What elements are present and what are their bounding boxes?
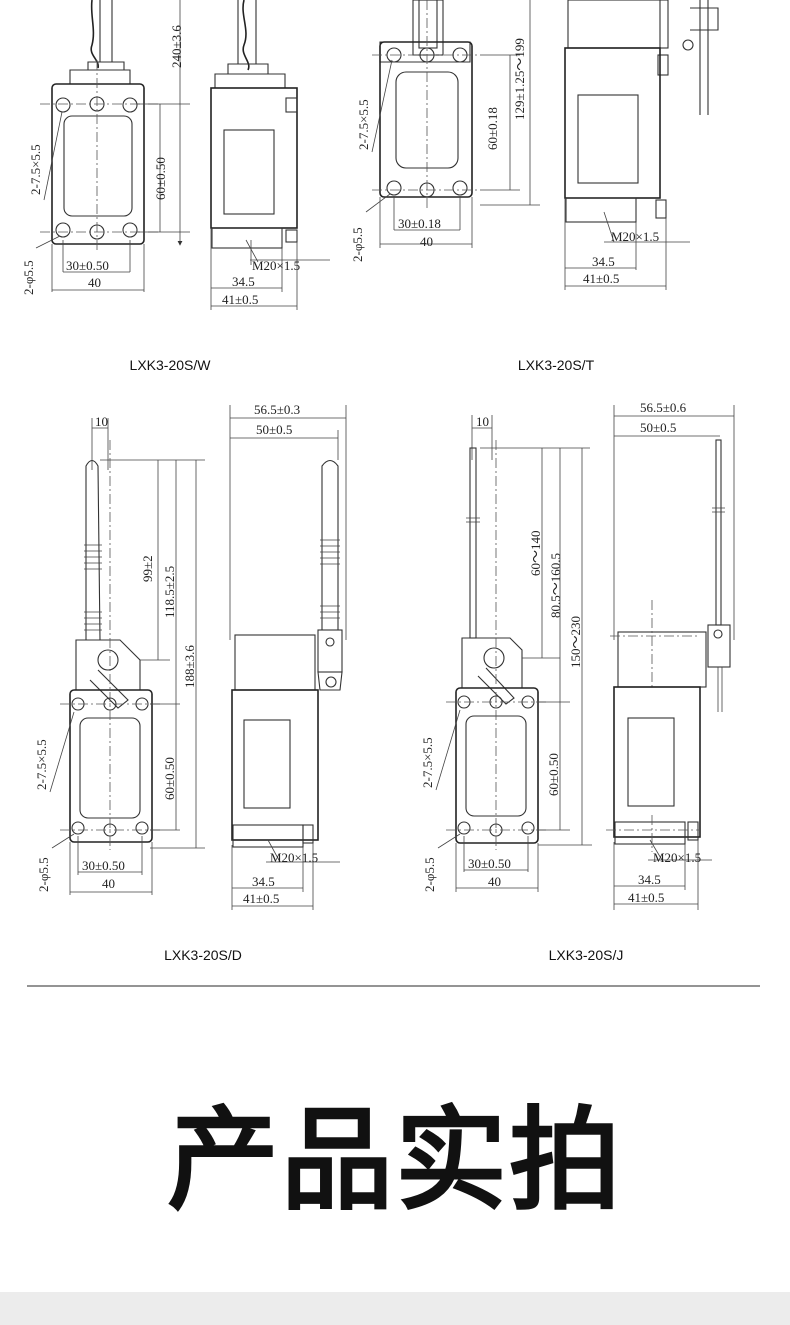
d-thread-dim: M20×1.5	[270, 850, 318, 865]
d-hole-dia-dim: 2-φ5.5	[36, 857, 51, 892]
d-depth-total-dim: 41±0.5	[243, 891, 279, 906]
section-title: 产品实拍	[167, 1096, 623, 1226]
caption-lxk3-20s-d: LXK3-20S/D	[164, 947, 242, 963]
model-t-front-view: 60±0.18 129±1.25～199 2-7.5×5.5 2-φ5.5 30…	[350, 0, 540, 262]
j-depth-dim: 34.5	[638, 872, 661, 887]
j-width-dim: 40	[488, 874, 501, 889]
j-overall-range-dim: 150～230	[568, 616, 583, 668]
section-title-wrap: 产品实拍	[0, 1105, 790, 1217]
d-height-dim: 60±0.50	[162, 757, 177, 800]
j-rod-range-dim: 60～140	[528, 530, 543, 576]
d-hole-slot-dim: 2-7.5×5.5	[34, 739, 49, 790]
t-width-dim: 40	[420, 234, 433, 249]
d-mid-len-dim: 118.5±2.5	[162, 566, 177, 618]
photo-section-band	[0, 1292, 790, 1325]
model-j-side-view: 56.5±0.6 50±0.5 M20×1.5 34.5 41±0.5	[606, 400, 735, 910]
j-hole-slot-dim: 2-7.5×5.5	[420, 737, 435, 788]
j-pitch-dim: 30±0.50	[468, 856, 511, 871]
d-pitch-dim: 30±0.50	[82, 858, 125, 873]
model-d-side-view: 56.5±0.3 50±0.5 M20×1.5 34.5 41±0.5	[229, 402, 347, 910]
j-thread-dim: M20×1.5	[653, 850, 701, 865]
t-thread-dim: M20×1.5	[611, 229, 659, 244]
t-range-dim: 129±1.25～199	[512, 38, 527, 120]
caption-lxk3-20s-w: LXK3-20S/W	[130, 357, 212, 373]
model-t-side-view: M20×1.5 34.5 41±0.5	[564, 0, 719, 290]
d-rod-len-dim: 99±2	[140, 555, 155, 582]
w-hole-slot-dim: 2-7.5×5.5	[28, 144, 43, 195]
j-depth-total-dim: 41±0.5	[628, 890, 664, 905]
t-depth-total-dim: 41±0.5	[583, 271, 619, 286]
caption-lxk3-20s-t: LXK3-20S/T	[518, 357, 595, 373]
w-thread-dim: M20×1.5	[252, 258, 300, 273]
model-w-side-view: M20×1.5 34.5 41±0.5	[210, 0, 330, 310]
t-height-dim: 60±0.18	[485, 107, 500, 150]
j-mid-range-dim: 80.5～160.5	[548, 553, 563, 618]
d-width-inner-dim: 50±0.5	[256, 422, 292, 437]
d-width-total-dim: 56.5±0.3	[254, 402, 300, 417]
w-depth-dim: 34.5	[232, 274, 255, 289]
d-offset-dim: 10	[95, 414, 108, 429]
model-w-front-view: 60±0.50 240±3.6 2-7.5×5.5 2-φ5.5 30±0.50…	[21, 0, 190, 295]
t-depth-dim: 34.5	[592, 254, 615, 269]
d-depth-dim: 34.5	[252, 874, 275, 889]
d-width-dim: 40	[102, 876, 115, 891]
j-height-dim: 60±0.50	[546, 753, 561, 796]
j-offset-dim: 10	[476, 414, 489, 429]
w-height-dim: 60±0.50	[153, 157, 168, 200]
t-pitch-dim: 30±0.18	[398, 216, 441, 231]
caption-lxk3-20s-j: LXK3-20S/J	[549, 947, 624, 963]
model-d-front-view: 10 99±2 118.5±2.5 188±3.6 60±0.50 2-7.5×…	[34, 414, 205, 895]
w-overall-dim: 240±3.6	[169, 25, 184, 68]
w-depth-total-dim: 41±0.5	[222, 292, 258, 307]
t-hole-slot-dim: 2-7.5×5.5	[356, 99, 371, 150]
dimension-drawings: 60±0.50 240±3.6 2-7.5×5.5 2-φ5.5 30±0.50…	[21, 0, 760, 987]
model-j-front-view: 10 60～140 80.5～160.5 150～230 60±0.50 2-7…	[420, 414, 592, 892]
j-hole-dia-dim: 2-φ5.5	[422, 857, 437, 892]
t-hole-dia-dim: 2-φ5.5	[350, 227, 365, 262]
w-pitch-dim: 30±0.50	[66, 258, 109, 273]
w-width-dim: 40	[88, 275, 101, 290]
w-hole-dia-dim: 2-φ5.5	[21, 260, 36, 295]
d-overall-dim: 188±3.6	[182, 645, 197, 688]
j-width-total-dim: 56.5±0.6	[640, 400, 687, 415]
j-width-inner-dim: 50±0.5	[640, 420, 676, 435]
